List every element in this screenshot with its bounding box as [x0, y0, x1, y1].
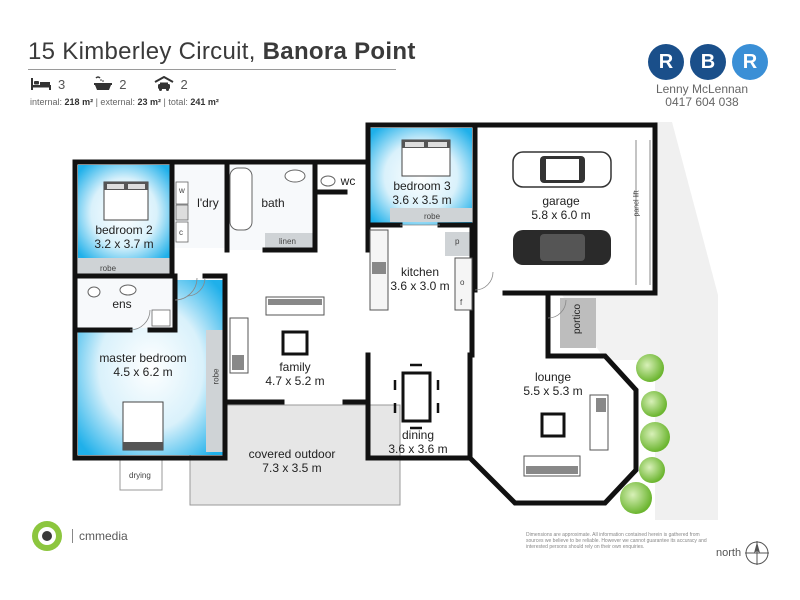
- kitchen-size: 3.6 x 3.0 m: [390, 279, 450, 293]
- family-label: family 4.7 x 5.2 m: [265, 360, 324, 388]
- linen-label: linen: [279, 237, 296, 246]
- bathtub: [229, 167, 253, 231]
- external-value: 23 m²: [137, 97, 161, 107]
- pantry: [445, 232, 472, 256]
- bathroom-count: 2: [93, 76, 126, 92]
- driveway: [655, 122, 718, 520]
- master-bedroom-label: master bedroom 4.5 x 6.2 m: [99, 351, 186, 379]
- bath-label: bath: [261, 196, 285, 210]
- compass-icon: [745, 541, 770, 565]
- lounge-table: [540, 412, 566, 438]
- drying-area: [119, 459, 163, 491]
- bedroom-2-label: bedroom 2 3.2 x 3.7 m: [94, 223, 153, 251]
- bedroom-2-robe: [78, 258, 170, 274]
- bed-bedroom-3: [401, 139, 451, 177]
- covered-outdoor-name: covered outdoor: [248, 447, 336, 461]
- agent-phone: 0417 604 038: [665, 95, 739, 109]
- feature-summary: 3 2 2: [30, 76, 188, 92]
- master-robe-label: robe: [211, 368, 221, 385]
- cabinet-label: c: [179, 228, 183, 237]
- bedroom-3-size: 3.6 x 3.5 m: [392, 193, 452, 207]
- family-name: family: [279, 360, 311, 374]
- panel-lift-label: panel lift: [633, 190, 641, 217]
- cmmedia-icon: [32, 521, 62, 551]
- agent-name: Lenny McLennan: [655, 82, 749, 96]
- bedroom-3-name: bedroom 3: [393, 179, 451, 193]
- bed-icon: [31, 78, 51, 90]
- garage-label: garage 5.8 x 6.0 m: [531, 194, 590, 222]
- dining-size: 3.6 x 3.6 m: [388, 442, 448, 456]
- car-black: [513, 230, 611, 265]
- bedroom-3-robe-label: robe: [424, 212, 441, 221]
- covered-outdoor-size: 7.3 x 3.5 m: [262, 461, 322, 475]
- lounge-size: 5.5 x 5.3 m: [523, 384, 583, 398]
- bedroom-2-name: bedroom 2: [95, 223, 153, 237]
- garage-name: garage: [542, 194, 580, 208]
- logo-letter-r2: R: [732, 44, 768, 80]
- dining-table: [401, 371, 432, 423]
- oven-label: o: [460, 278, 465, 287]
- bathroom-count-value: 2: [119, 76, 127, 92]
- bedroom-count-value: 3: [58, 76, 66, 92]
- master-bedroom-name: master bedroom: [99, 351, 187, 365]
- agent-contact: Lenny McLennan 0417 604 038: [642, 83, 762, 109]
- dining-label: dining 3.6 x 3.6 m: [388, 428, 447, 456]
- kitchen-label: kitchen 3.6 x 3.0 m: [390, 265, 449, 293]
- agency-logo: R B R: [648, 44, 768, 80]
- north-label: north: [716, 546, 742, 559]
- disclaimer-text: Dimensions are approximate. All informat…: [526, 532, 707, 550]
- internal-label: internal:: [30, 97, 63, 107]
- logo-letter-r1: R: [648, 44, 684, 80]
- title-divider: [28, 69, 396, 70]
- washer-label: w: [179, 186, 185, 195]
- portico-label: portico: [572, 303, 583, 335]
- garage-size: 5.8 x 6.0 m: [531, 208, 591, 222]
- bedroom-2-size: 3.2 x 3.7 m: [94, 237, 154, 251]
- master-bedroom-size: 4.5 x 6.2 m: [113, 365, 173, 379]
- laundry-label: l'dry: [197, 196, 219, 210]
- cmmedia-logo: cmmedia: [30, 519, 128, 553]
- car-count: 2: [154, 76, 188, 92]
- north-indicator: north: [716, 540, 770, 566]
- lounge-label: lounge 5.5 x 5.3 m: [523, 370, 582, 398]
- area-summary: internal: 218 m² | external: 23 m² | tot…: [30, 97, 219, 107]
- master-robe: [206, 330, 224, 452]
- suburb-text: Banora Point: [262, 38, 416, 65]
- covered-outdoor-label: covered outdoor 7.3 x 3.5 m: [249, 447, 336, 475]
- family-size: 4.7 x 5.2 m: [265, 374, 325, 388]
- address-text: 15 Kimberley Circuit,: [28, 38, 256, 65]
- bedroom-count: 3: [30, 77, 65, 92]
- kitchen-name: kitchen: [400, 265, 440, 279]
- internal-value: 218 m²: [64, 97, 94, 107]
- ensuite-label: ens: [112, 297, 132, 311]
- bathtub-icon: [94, 76, 113, 90]
- total-label: | total:: [163, 97, 188, 107]
- external-label: | external:: [95, 97, 135, 107]
- fridge-label: f: [460, 298, 463, 307]
- bedroom-2-robe-label: robe: [100, 264, 117, 273]
- dining-name: dining: [401, 428, 435, 442]
- linen-cupboard: [265, 233, 313, 249]
- bed-bedroom-2: [103, 181, 149, 221]
- cmmedia-text: cmmedia: [72, 529, 128, 543]
- total-value: 241 m²: [190, 97, 219, 107]
- page-title: 15 Kimberley Circuit, Banora Point: [28, 38, 416, 66]
- pantry-label: p: [455, 237, 460, 246]
- drying-label: drying: [129, 471, 151, 480]
- bedroom-3-label: bedroom 3 3.6 x 3.5 m: [392, 179, 451, 207]
- lounge-name: lounge: [534, 370, 572, 384]
- logo-letter-b: B: [690, 44, 726, 80]
- car-white: [512, 151, 612, 188]
- car-garage-icon: [154, 76, 174, 91]
- car-count-value: 2: [180, 76, 188, 92]
- wc-label: wc: [340, 174, 356, 188]
- family-table: [281, 330, 309, 356]
- portico-area: [560, 298, 596, 348]
- bed-master-bedroom: [122, 401, 164, 451]
- bedroom-3-robe: [390, 208, 472, 222]
